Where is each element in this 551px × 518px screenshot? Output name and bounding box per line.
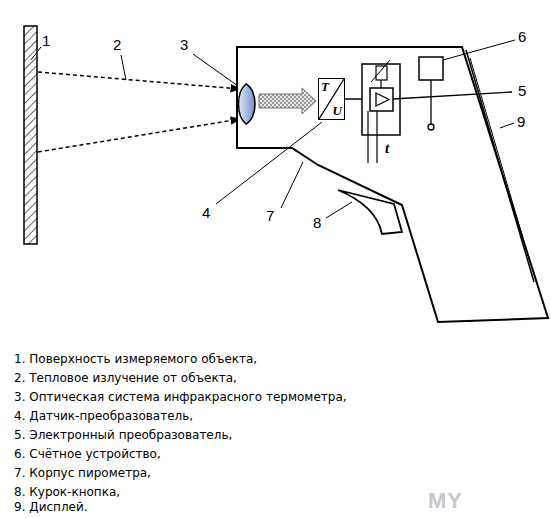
resistor-symbol [376,66,387,80]
callout-number: 1 [42,32,50,49]
list-item: 3. Оптическая система инфракрасного терм… [14,390,347,405]
callout-number: 6 [518,28,526,45]
list-item: 7. Корпус пирометра, [14,466,151,481]
watermark: MY [428,488,463,514]
callout-number: 8 [313,214,321,231]
callout-number: 9 [517,113,525,130]
list-item: 9. Дисплей. [14,500,88,515]
leader-line [281,162,303,208]
energy-arrow [259,88,316,114]
time-symbol: t [385,140,389,157]
leader-line [500,123,514,128]
time-bracket [367,111,368,163]
leader-line [121,55,126,80]
terminal [428,124,434,130]
callout-number: 5 [518,82,526,99]
leader-line [31,47,41,60]
pyrometer-housing [237,47,548,322]
lens [239,84,256,124]
sensor-symbol: U [333,104,342,118]
leader-line [326,202,352,218]
time-bracket [376,111,377,163]
wire [430,80,431,124]
wire [393,92,512,99]
resistor-arrow [371,60,390,82]
list-item: 5. Электронный преобразователь, [14,428,232,443]
sensor-box: TU [318,78,345,120]
list-item: 1. Поверхность измеряемого объекта, [14,352,257,367]
list-item: 4. Датчик-преобразователь, [14,409,193,424]
callout-number: 7 [266,207,274,224]
radiation-ray [38,119,240,152]
object-surface [24,26,37,244]
list-item: 6. Счётное устройство, [14,447,161,462]
trigger [338,190,402,234]
leader-line [193,54,238,86]
sensor-symbol: T [321,80,329,94]
callout-number: 3 [180,36,188,53]
amplifier-box [370,88,393,111]
amplifier-symbol [376,93,389,106]
list-item: 8. Курок-кнопка, [14,485,120,500]
list-item: 2. Тепловое излучение от объекта, [14,371,237,386]
display-strip [466,50,534,282]
counter-box [419,57,443,80]
display-strip [470,58,530,262]
radiation-ray [38,72,240,89]
leader-line [443,40,515,60]
callout-number: 2 [113,36,121,53]
callout-number: 4 [202,204,210,221]
leader-line [216,122,322,204]
wire [380,80,381,88]
divider-line [319,79,344,119]
